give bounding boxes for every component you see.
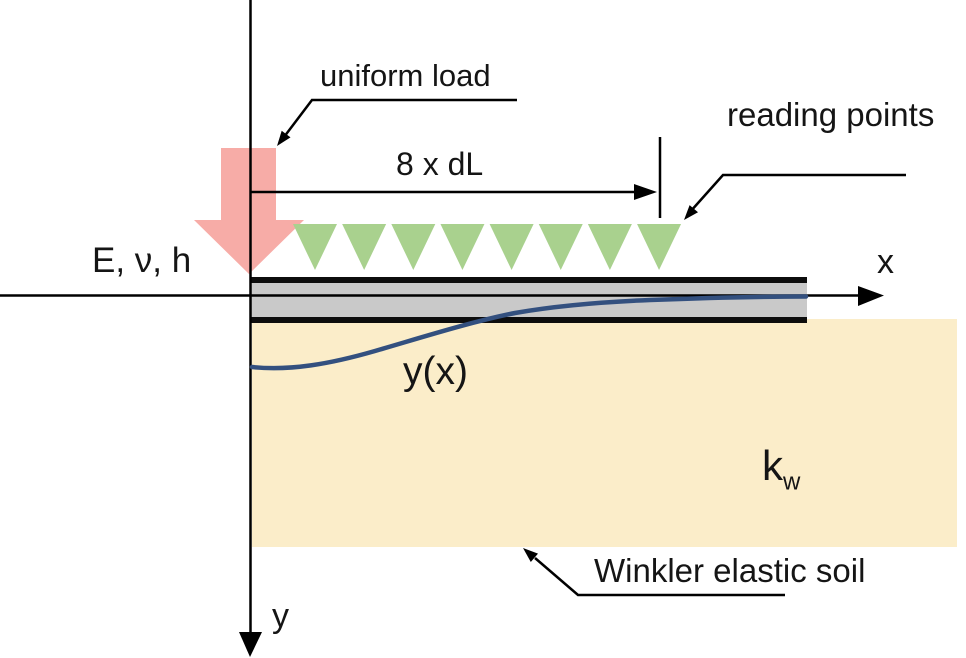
soil-stiffness-label: kw [762, 442, 800, 493]
beam-top-edge [250, 277, 807, 283]
reading-point-triangle [342, 224, 387, 270]
reading-point-triangle [587, 224, 632, 270]
reading-point-triangle [538, 224, 583, 270]
soil-leader [534, 557, 785, 597]
reading-points-row [293, 224, 682, 270]
reading-points-label: reading points [727, 96, 935, 133]
uniform-load-arrow [194, 148, 304, 274]
uniform-load-leader-arrowhead [277, 130, 291, 146]
y-axis-arrowhead [239, 632, 262, 657]
deflection-curve-label: y(x) [403, 350, 468, 393]
soil-leader-arrowhead [523, 548, 538, 562]
spacing-dimension-label: 8 x dL [396, 146, 484, 182]
reading-point-triangle [440, 224, 485, 270]
beam-bottom-edge [250, 317, 807, 323]
uniform-load-leader [283, 98, 517, 138]
soil-stiffness-base: k [762, 442, 783, 489]
x-axis-label: x [877, 243, 894, 281]
soil-stiffness-subscript: w [783, 468, 801, 496]
reading-point-triangle [489, 224, 534, 270]
deflection-curve [249, 294, 809, 371]
x-axis-arrowhead [858, 286, 884, 306]
reading-point-triangle [391, 224, 436, 270]
reading-points-leader-arrowhead [684, 205, 698, 220]
soil-region [252, 319, 957, 547]
beam-body [250, 277, 807, 323]
y-axis-label: y [272, 597, 289, 635]
reading-point-triangle [637, 224, 682, 270]
uniform-load-label: uniform load [320, 58, 491, 93]
plate-properties-label: E, ν, h [92, 241, 192, 280]
dimension-arrowhead [634, 184, 657, 200]
soil-name-label: Winkler elastic soil [594, 552, 866, 589]
reading-point-triangle [293, 224, 337, 270]
reading-points-leader [689, 173, 906, 213]
